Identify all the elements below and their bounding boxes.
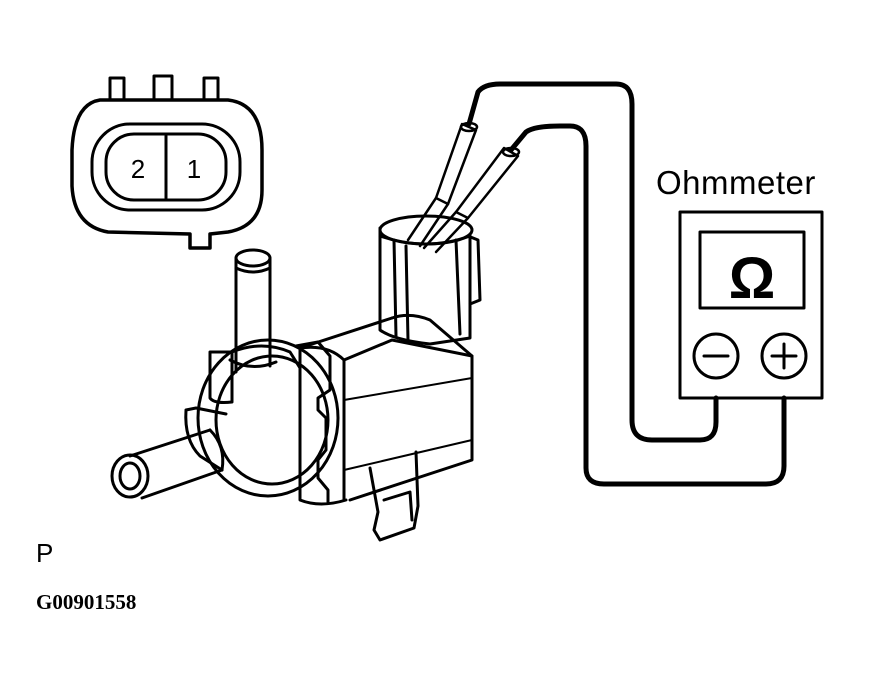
figure-id: G00901558 <box>36 590 137 614</box>
plus-terminal <box>760 332 808 380</box>
connector-face: 2 1 <box>70 74 264 250</box>
minus-terminal <box>692 332 740 380</box>
vsv-valve <box>110 214 482 542</box>
view-letter: P <box>36 538 54 568</box>
ohmmeter-label: Ohmmeter <box>656 164 816 201</box>
omega-symbol: Ω <box>729 246 776 311</box>
pin-1-label: 1 <box>187 154 201 184</box>
ohmmeter: Ω <box>678 210 824 400</box>
pin-2-label: 2 <box>131 154 145 184</box>
test-leads <box>406 81 787 487</box>
